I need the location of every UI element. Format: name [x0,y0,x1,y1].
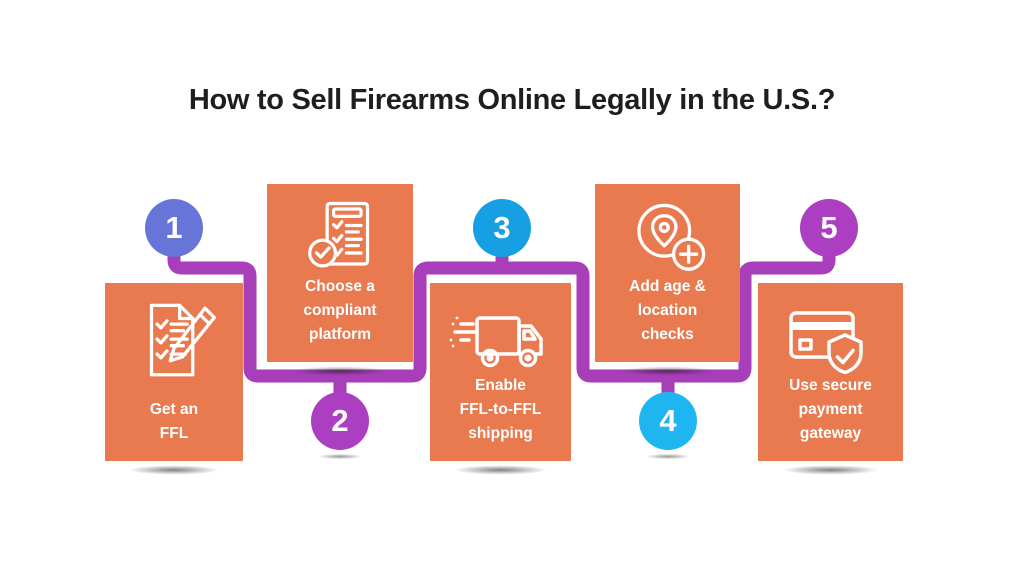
location-pin-plus-icon [595,194,740,290]
step-4-label: Add age & location checks [629,278,706,343]
credit-card-shield-icon [758,293,903,389]
step-5-label: Use secure payment gateway [789,377,872,442]
step-2-badge: 2 [311,392,369,450]
step-card-5: Use secure payment gateway [758,283,903,461]
checklist-pencil-icon [105,293,243,389]
step-1-label: Get an FFL [149,401,199,442]
card-shadow [441,464,560,476]
step-1-badge: 1 [145,199,203,257]
card-shadow [116,464,232,476]
compliance-document-seal-icon [267,194,413,290]
step-4-badge: 4 [639,392,697,450]
step-5-number: 5 [820,210,838,245]
circle-shadow [639,453,697,460]
step-4-number: 4 [659,403,677,438]
step-2-number: 2 [331,403,349,438]
step-card-1: Get an FFL [105,283,243,461]
card-shadow [278,365,402,377]
step-card-4: Add age & location checks [595,184,740,362]
step-1-number: 1 [165,210,183,245]
step-3-badge: 3 [473,199,531,257]
page-title: How to Sell Firearms Online Legally in t… [188,84,836,116]
step-card-3: Enable FFL-to-FFL shipping [430,283,571,461]
shipping-truck-icon [430,293,571,389]
step-5-badge: 5 [800,199,858,257]
step-3-label: Enable FFL-to-FFL shipping [459,377,542,442]
circle-shadow [311,453,369,460]
step-3-number: 3 [493,210,511,245]
card-shadow [606,365,729,377]
step-card-2: Choose a compliant platform [267,184,413,362]
card-shadow [769,464,892,476]
step-2-label: Choose a compliant platform [303,278,377,343]
